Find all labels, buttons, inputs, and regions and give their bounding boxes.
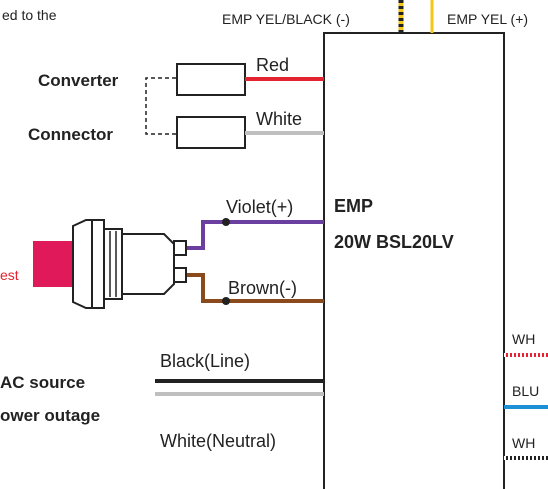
top-left-text: ed to the (2, 7, 57, 23)
white-wire-label: White (256, 109, 303, 129)
connector-box-bottom (176, 116, 246, 149)
top-yellow-black-label: EMP YEL/BLACK (-) (222, 11, 350, 27)
emp-module-box (323, 32, 505, 489)
wh-top-label: WH (512, 331, 536, 347)
top-yellow-label: EMP YEL (+) (447, 11, 529, 27)
connector-box-top (176, 63, 246, 96)
emp-title: EMP (334, 196, 374, 216)
black-line-label: Black(Line) (160, 351, 251, 371)
violet-wire-dot (222, 218, 230, 226)
power-outage-label: ower outage (0, 406, 101, 425)
test-switch-icon (33, 219, 187, 309)
brown-wire (186, 273, 324, 303)
ac-source-label: AC source (0, 373, 86, 392)
brown-wire-label: Brown(-) (228, 278, 298, 298)
blue-label: BLU (512, 383, 540, 399)
white-neutral-label: White(Neutral) (160, 431, 277, 451)
connector-dashed-bracket (145, 77, 176, 135)
brown-wire-dot (222, 297, 230, 305)
red-wire-label: Red (256, 55, 290, 75)
violet-wire-label: Violet(+) (226, 197, 294, 217)
emp-model: 20W BSL20LV (334, 232, 454, 252)
connector-label: Connector (28, 125, 113, 144)
test-partial-label: est (0, 267, 19, 283)
converter-label: Converter (38, 71, 119, 90)
violet-wire (186, 220, 324, 250)
wh-bottom-label: WH (512, 435, 536, 451)
